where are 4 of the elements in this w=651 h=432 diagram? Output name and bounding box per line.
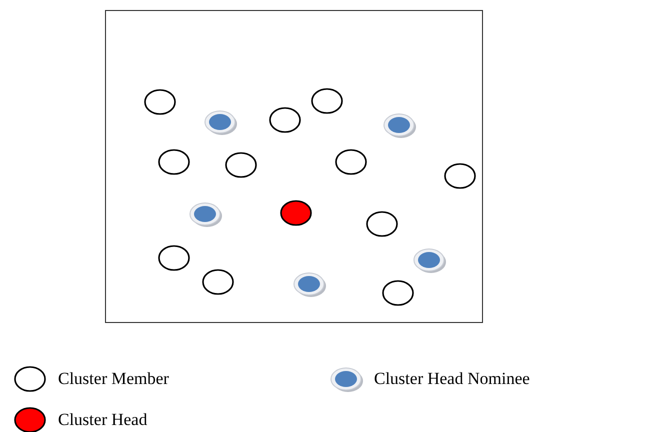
legend-label: Cluster Head Nominee <box>374 369 530 389</box>
legend-label: Cluster Head <box>58 410 148 430</box>
frame-box <box>105 10 483 323</box>
legend-label: Cluster Member <box>58 369 169 389</box>
